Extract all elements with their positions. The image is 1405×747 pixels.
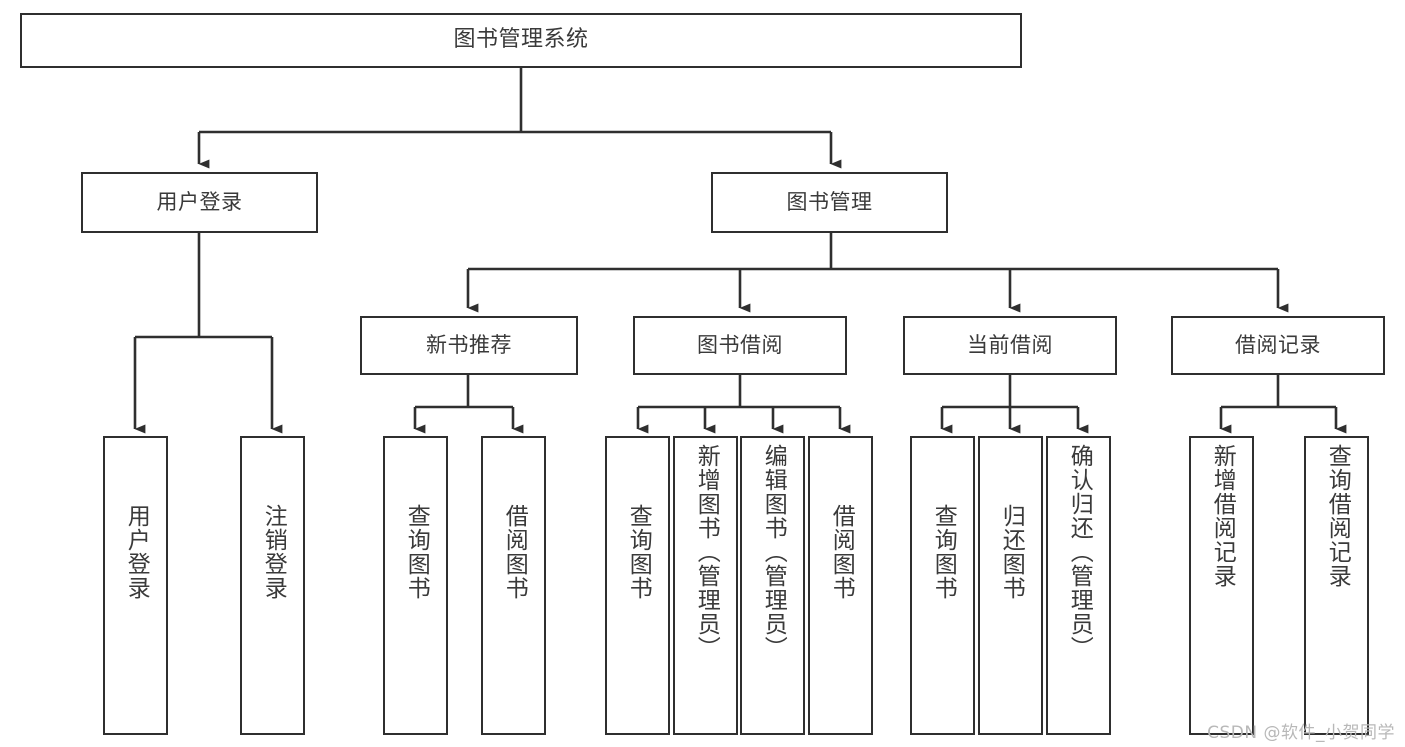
node-current-borrow[interactable]: 当前借阅	[903, 316, 1117, 375]
node-label: 归还图书	[998, 504, 1025, 600]
leaf-borrow-book-recommend[interactable]: 借阅图书	[481, 436, 546, 735]
leaf-query-book-recommend[interactable]: 查询图书	[383, 436, 448, 735]
node-label: 当前借阅	[967, 332, 1053, 357]
node-label: 图书借阅	[697, 332, 783, 357]
node-label: 编辑图书（管理员）	[760, 444, 787, 660]
leaf-user-logout[interactable]: 注销登录	[240, 436, 305, 735]
node-borrow-record[interactable]: 借阅记录	[1171, 316, 1385, 375]
node-book-management[interactable]: 图书管理	[711, 172, 948, 233]
node-label: 图书管理	[786, 189, 873, 214]
node-label: 查询图书	[625, 504, 652, 600]
leaf-user-login[interactable]: 用户登录	[103, 436, 168, 735]
node-label: 借阅记录	[1235, 332, 1321, 357]
leaf-confirm-return-admin[interactable]: 确认归还（管理员）	[1046, 436, 1111, 735]
watermark: CSDN @软件_小贺同学	[1207, 723, 1395, 743]
node-label: 新增图书（管理员）	[693, 444, 720, 660]
node-label: 查询图书	[930, 504, 957, 600]
node-label: 用户登录	[123, 504, 150, 600]
node-label: 注销登录	[260, 504, 287, 600]
node-new-book-recommend[interactable]: 新书推荐	[360, 316, 578, 375]
leaf-add-book-admin[interactable]: 新增图书（管理员）	[673, 436, 738, 735]
leaf-edit-book-admin[interactable]: 编辑图书（管理员）	[740, 436, 805, 735]
node-user-login[interactable]: 用户登录	[81, 172, 318, 233]
node-label: 新书推荐	[426, 332, 512, 357]
leaf-borrow-book[interactable]: 借阅图书	[808, 436, 873, 735]
node-label: 借阅图书	[828, 504, 855, 600]
node-book-borrow[interactable]: 图书借阅	[633, 316, 847, 375]
node-root-system[interactable]: 图书管理系统	[20, 13, 1022, 68]
node-label: 确认归还（管理员）	[1066, 444, 1093, 660]
node-label: 图书管理系统	[453, 27, 589, 53]
node-label: 查询借阅记录	[1324, 444, 1351, 588]
leaf-query-book-current[interactable]: 查询图书	[910, 436, 975, 735]
node-label: 新增借阅记录	[1209, 444, 1236, 588]
leaf-query-borrow-record[interactable]: 查询借阅记录	[1304, 436, 1369, 735]
leaf-return-book[interactable]: 归还图书	[978, 436, 1043, 735]
node-label: 查询图书	[403, 504, 430, 600]
node-label: 借阅图书	[501, 504, 528, 600]
leaf-query-book-borrow[interactable]: 查询图书	[605, 436, 670, 735]
leaf-add-borrow-record[interactable]: 新增借阅记录	[1189, 436, 1254, 735]
node-label: 用户登录	[156, 189, 243, 214]
